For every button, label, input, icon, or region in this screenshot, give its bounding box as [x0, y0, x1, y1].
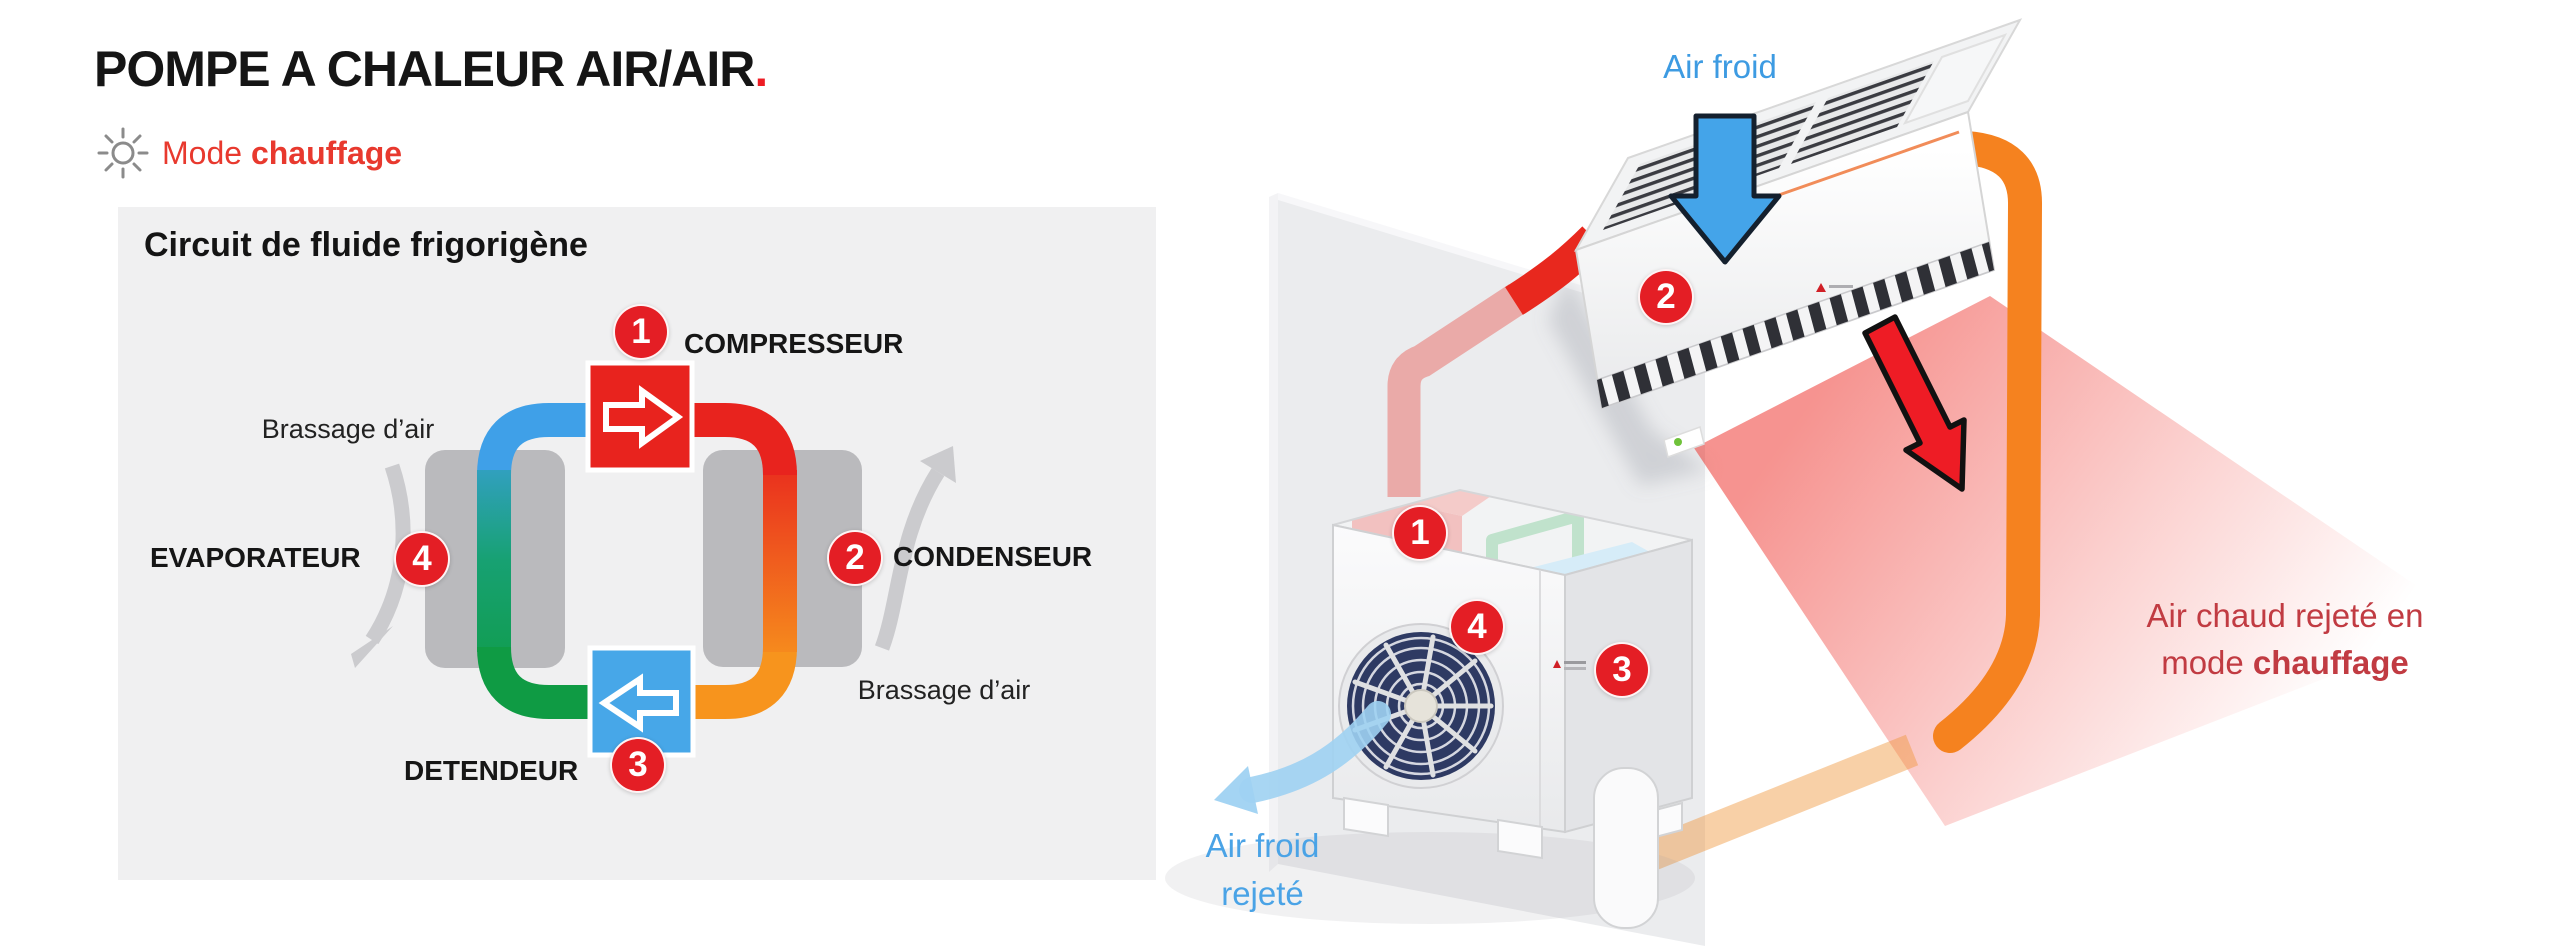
return-pipe-behind-wall — [1641, 734, 1919, 872]
compressor-label: COMPRESSEUR — [684, 328, 904, 359]
compressor-box — [585, 360, 695, 473]
badge-outdoor-compressor: 1 — [1392, 505, 1448, 561]
pipe-conduit — [1593, 767, 1659, 929]
badge-expansion-valve: 3 — [610, 737, 666, 793]
warm-air-beam — [1694, 296, 2470, 826]
return-pipe — [1933, 131, 2042, 753]
expansion-valve-label: DETENDEUR — [404, 755, 579, 786]
flow-left-arrow-icon — [598, 673, 679, 733]
installation-illustration — [1165, 18, 2470, 946]
cold-air-out-label: Air froid rejeté — [1205, 827, 1320, 912]
cold-air-in-arrow-icon — [1668, 113, 1782, 265]
indicator-lights — [1663, 426, 1705, 458]
mode-label: Mode chauffage — [162, 134, 403, 171]
badge-outdoor-valve: 3 — [1594, 642, 1650, 698]
flow-right-arrow-icon — [603, 385, 684, 449]
air-mixing-label-left: Brassage d’air — [261, 414, 435, 444]
hot-pipe-behind-wall — [1387, 284, 1528, 497]
hot-air-label: Air chaud rejeté en mode chauffage — [2146, 597, 2424, 681]
badge-evaporator: 4 — [394, 531, 450, 587]
warm-air-arrow-icon — [1862, 314, 1967, 492]
air-mixing-label-right: Brassage d’air — [857, 675, 1031, 705]
condenser-label: CONDENSEUR — [893, 541, 1093, 572]
page-title: POMPE A CHALEUR AIR/AIR. — [94, 41, 768, 97]
outdoor-unit-ground-shadow — [1165, 832, 1695, 924]
cold-air-in-label: Air froid — [1663, 48, 1777, 85]
refrigerant-loop — [477, 403, 797, 719]
brand-logo — [1553, 660, 1586, 670]
circuit-panel-title: Circuit de fluide frigorigène — [144, 226, 588, 264]
badge-indoor-unit: 2 — [1638, 269, 1694, 325]
badge-compressor: 1 — [613, 304, 669, 360]
title-accent-dot: . — [754, 41, 768, 97]
indoor-unit-outlet — [1596, 240, 1995, 410]
indoor-brand-logo — [1816, 283, 1853, 292]
badge-outdoor-fan: 4 — [1449, 599, 1505, 655]
cold-air-out-arrow-icon — [1214, 701, 1391, 814]
badge-condenser: 2 — [827, 530, 883, 586]
air-mixing-arrow-right-icon — [874, 446, 956, 651]
evaporator-label: EVAPORATEUR — [150, 542, 361, 573]
mode-row: Mode chauffage — [96, 126, 402, 180]
indoor-unit — [1573, 18, 2023, 458]
sun-icon — [97, 127, 149, 179]
fan-icon — [1338, 623, 1504, 789]
